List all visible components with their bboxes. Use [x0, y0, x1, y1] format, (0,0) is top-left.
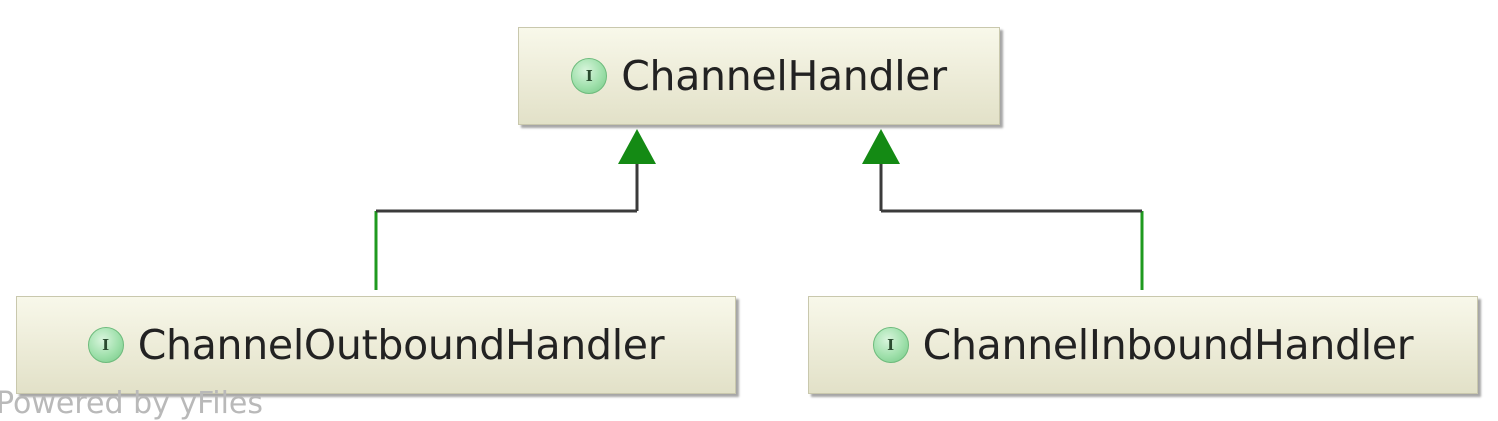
edge-inbound-to-handler	[862, 129, 1144, 290]
arrowhead-outbound	[618, 129, 656, 164]
interface-icon: I	[87, 327, 124, 363]
diagram-canvas: I ChannelHandler I ChannelOutboundHandle…	[0, 27, 1478, 421]
inheritance-edges	[374, 129, 1144, 290]
node-channel-outbound-handler[interactable]: I ChannelOutboundHandler	[16, 296, 736, 394]
interface-icon: I	[872, 327, 909, 363]
arrowhead-inbound	[862, 129, 900, 164]
node-label: ChannelOutboundHandler	[137, 321, 665, 369]
node-channel-handler[interactable]: I ChannelHandler	[518, 27, 1000, 125]
node-label: ChannelInboundHandler	[922, 321, 1414, 369]
node-label: ChannelHandler	[621, 52, 947, 100]
edge-outbound-to-handler	[374, 129, 656, 290]
interface-icon: I	[571, 58, 608, 94]
node-channel-inbound-handler[interactable]: I ChannelInboundHandler	[808, 296, 1478, 394]
